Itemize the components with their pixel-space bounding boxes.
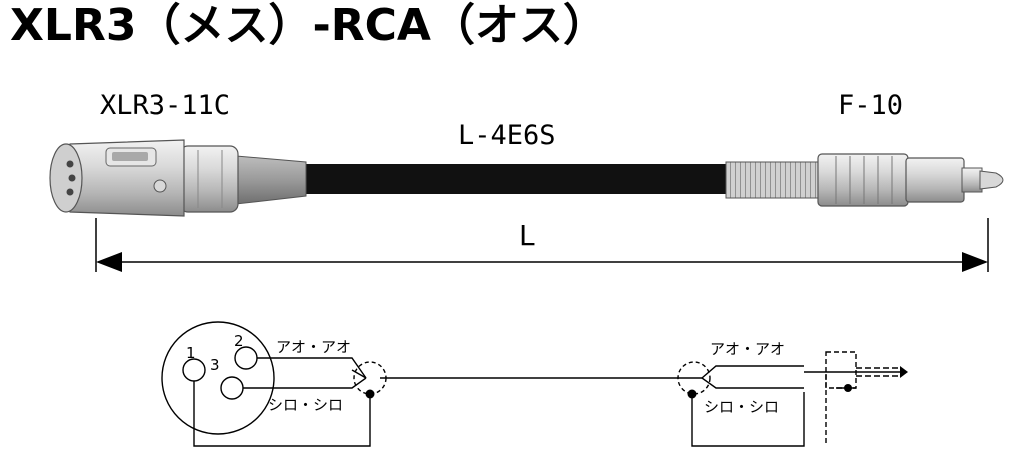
left-hot-wire-label: アオ・アオ — [276, 338, 351, 356]
xlr-pin-3 — [220, 376, 244, 400]
rca-shell — [825, 351, 857, 389]
pin-1-label: 1 — [186, 344, 196, 362]
length-dimension — [95, 218, 989, 272]
left-cold-wire-label: シロ・シロ — [268, 396, 343, 414]
right-solder-point — [687, 389, 697, 399]
dimension-arrow-left — [96, 252, 122, 272]
xlr-face-circle — [161, 321, 275, 435]
right-cold-wire-label: シロ・シロ — [704, 398, 779, 416]
left-solder-point — [365, 389, 375, 399]
right-hot-wire-label: アオ・アオ — [710, 340, 785, 358]
rca-connector — [725, 153, 1004, 207]
xlr-connector — [49, 139, 307, 217]
cable-model-label: L-4E6S — [458, 120, 556, 151]
length-label: L — [519, 219, 535, 252]
page-title: XLR3（メス）-RCA（オス） — [10, 0, 607, 51]
pin-3-label: 3 — [210, 356, 220, 374]
xlr-pin-1 — [182, 358, 206, 382]
xlr-pin-2 — [234, 346, 258, 370]
dimension-arrow-right — [962, 252, 988, 272]
pin-2-label: 2 — [234, 332, 244, 350]
xlr-connector-label: XLR3-11C — [100, 90, 231, 121]
rca-connector-label: F-10 — [838, 90, 904, 121]
rca-tip — [900, 366, 908, 378]
cable-body — [300, 164, 740, 194]
rca-ground-point — [844, 384, 852, 392]
